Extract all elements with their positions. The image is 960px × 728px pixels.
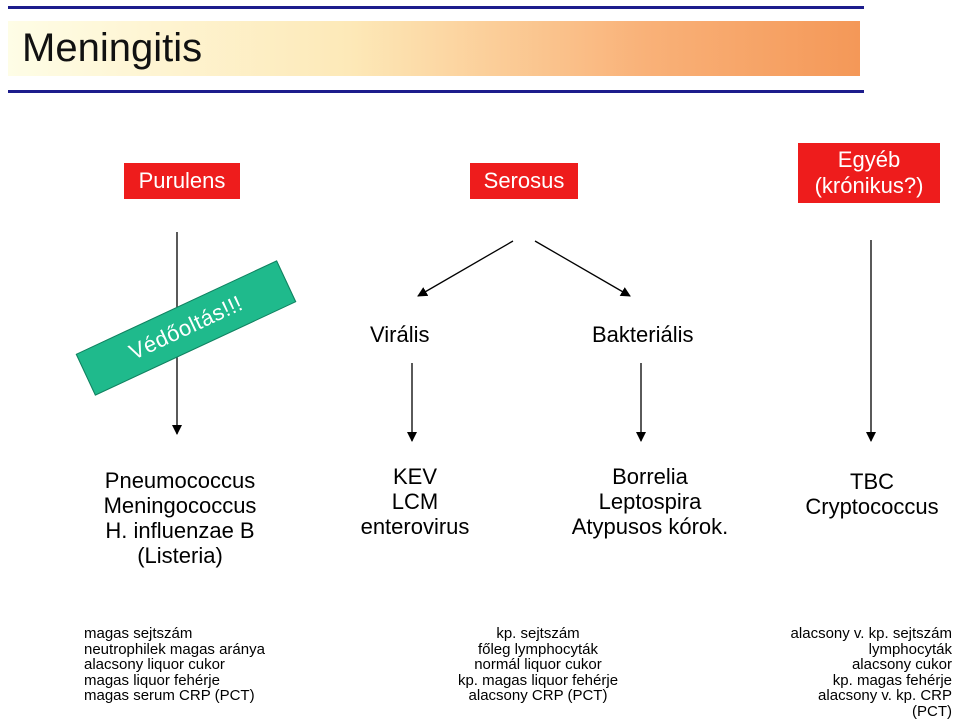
category-egyeb: Egyéb (krónikus?) bbox=[798, 143, 940, 203]
pathogens-purulens: Pneumococcus Meningococcus H. influenzae… bbox=[80, 468, 280, 568]
title-bar bbox=[8, 21, 860, 76]
pathogens-bakterialis: Borrelia Leptospira Atypusos kórok. bbox=[555, 464, 745, 539]
finding-item: (PCT) bbox=[912, 702, 952, 720]
category-egyeb-label-2: (krónikus?) bbox=[814, 173, 924, 198]
category-purulens-label: Purulens bbox=[138, 168, 226, 193]
pathogen-item: TBC bbox=[850, 469, 894, 494]
category-serosus-label: Serosus bbox=[483, 168, 565, 193]
pathogens-egyeb: TBC Cryptococcus bbox=[790, 469, 954, 519]
pathogen-item: Borrelia bbox=[612, 464, 688, 489]
finding-item: kp. sejtszám bbox=[496, 625, 580, 642]
pathogen-item: Cryptococcus bbox=[805, 494, 939, 519]
findings-purulens: magas sejtszám neutrophilek magas aránya… bbox=[84, 626, 265, 704]
finding-item: magas sejtszám bbox=[84, 625, 193, 642]
finding-item: alacsony liquor cukor bbox=[84, 656, 225, 673]
finding-item: magas liquor fehérje bbox=[84, 671, 220, 689]
finding-item: lymphocyták bbox=[868, 640, 952, 658]
finding-item: magas serum CRP (PCT) bbox=[84, 687, 255, 704]
page-title: Meningitis bbox=[22, 26, 203, 70]
title-rule bbox=[8, 90, 864, 93]
findings-serosus: kp. sejtszám főleg lymphocyták normál li… bbox=[430, 626, 646, 704]
arrow-serosus-viralis bbox=[417, 240, 514, 297]
pathogens-viralis: KEV LCM enterovirus bbox=[340, 464, 490, 539]
pathogen-item: H. influenzae B bbox=[105, 518, 255, 543]
finding-item: alacsony CRP (PCT) bbox=[468, 687, 608, 704]
finding-item: alacsony v. kp. sejtszám bbox=[790, 625, 952, 642]
branch-bakterialis: Bakteriális bbox=[592, 322, 694, 347]
top-rule bbox=[8, 6, 864, 9]
branch-viralis: Virális bbox=[370, 322, 430, 347]
finding-item: neutrophilek magas aránya bbox=[84, 640, 265, 658]
pathogen-item: KEV bbox=[392, 464, 438, 489]
category-egyeb-label-1: Egyéb bbox=[837, 147, 901, 172]
finding-item: normál liquor cukor bbox=[474, 656, 602, 673]
pathogen-item: (Listeria) bbox=[137, 543, 223, 568]
finding-item: kp. magas liquor fehérje bbox=[457, 671, 619, 689]
findings-egyeb: alacsony v. kp. sejtszám lymphocyták ala… bbox=[791, 626, 952, 719]
finding-item: kp. magas fehérje bbox=[832, 671, 952, 689]
pathogen-item: Atypusos kórok. bbox=[571, 514, 729, 539]
pathogen-item: Leptospira bbox=[598, 489, 702, 514]
arrow-serosus-bakterialis bbox=[534, 240, 631, 297]
finding-item: alacsony v. kp. CRP bbox=[818, 687, 952, 704]
pathogen-item: enterovirus bbox=[360, 514, 470, 539]
category-purulens: Purulens bbox=[124, 163, 240, 199]
pathogen-item: Meningococcus bbox=[103, 493, 257, 518]
finding-item: főleg lymphocyták bbox=[477, 640, 599, 658]
pathogen-item: Pneumococcus bbox=[104, 468, 256, 493]
category-serosus: Serosus bbox=[470, 163, 578, 199]
finding-item: alacsony cukor bbox=[851, 656, 952, 673]
pathogen-item: LCM bbox=[391, 489, 439, 514]
